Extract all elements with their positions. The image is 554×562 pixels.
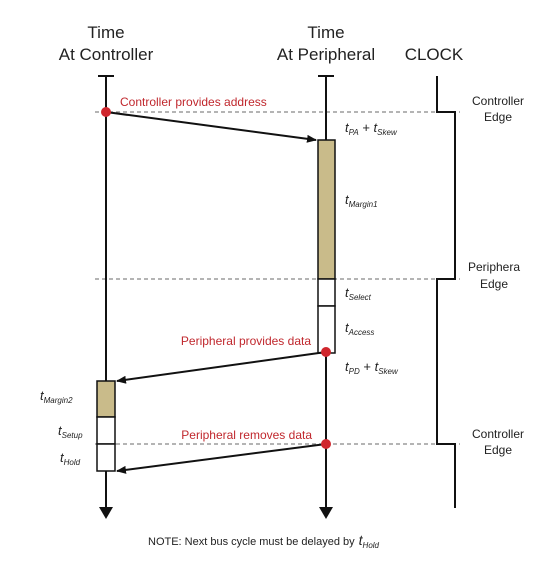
clock-waveform xyxy=(436,76,456,508)
clock-header: CLOCK xyxy=(405,45,464,64)
controller-header-line2: At Controller xyxy=(59,45,154,64)
controller-header-line1: Time xyxy=(87,23,124,42)
select-label: tSelect xyxy=(345,285,372,302)
select-box xyxy=(317,278,336,307)
hold-label: tHold xyxy=(60,450,81,467)
remove-event-dot xyxy=(321,439,331,449)
address-arrow xyxy=(105,111,317,143)
data-event-dot xyxy=(321,347,331,357)
clock-edge-3-label-line2: Edge xyxy=(484,443,512,457)
margin1-box xyxy=(317,139,336,280)
setup-label: tSetup xyxy=(58,423,83,440)
peripheral-header-line1: Time xyxy=(307,23,344,42)
remove-data-arrow xyxy=(116,443,327,474)
peripheral-header-line2: At Peripheral xyxy=(277,45,375,64)
access-box xyxy=(317,305,336,354)
clock-edge-1-label-line1: Controller xyxy=(472,94,524,108)
clock-edge-2-label-line2: Edge xyxy=(480,277,508,291)
data-arrow xyxy=(116,351,327,384)
clock-edge-3-label-line1: Controller xyxy=(472,427,524,441)
clock-edge-1-label-line2: Edge xyxy=(484,110,512,124)
clock-edge-2-label-line1: Periphera xyxy=(468,260,520,274)
pd-skew-label: tPD + tSkew xyxy=(345,359,399,376)
peripheral-timeline-arrowhead xyxy=(319,507,333,519)
controller-timeline-arrowhead xyxy=(99,507,113,519)
margin2-box xyxy=(96,380,116,418)
setup-box xyxy=(96,416,116,445)
margin2-label: tMargin2 xyxy=(40,388,73,405)
hold-box xyxy=(96,443,116,472)
margin1-label: tMargin1 xyxy=(345,192,378,209)
address-event-dot xyxy=(101,107,111,117)
data-event-label: Peripheral provides data xyxy=(181,334,311,348)
address-event-label: Controller provides address xyxy=(120,95,267,109)
access-label: tAccess xyxy=(345,320,374,337)
remove-event-label: Peripheral removes data xyxy=(181,428,312,442)
pa-skew-label: tPA + tSkew xyxy=(345,120,398,137)
